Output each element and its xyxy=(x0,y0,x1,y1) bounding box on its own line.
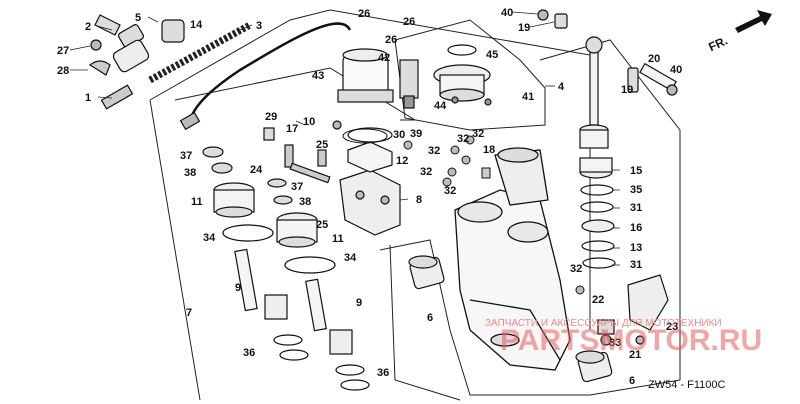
callout-40b: 40 xyxy=(670,64,682,76)
callout-19b: 19 xyxy=(621,84,633,96)
callout-32a: 32 xyxy=(428,145,440,157)
callout-24: 24 xyxy=(250,164,263,176)
pump-assembly xyxy=(399,44,492,109)
callout-17: 17 xyxy=(286,123,298,135)
callout-11a: 11 xyxy=(191,196,203,208)
callout-2: 2 xyxy=(85,21,91,33)
callout-21: 21 xyxy=(629,349,641,361)
callout-39: 39 xyxy=(410,128,422,140)
cylinder-sleeves xyxy=(408,255,613,383)
right-rod-stack xyxy=(537,9,678,269)
watermark: ЗАПЧАСТИ И АКСЕССУАРЫ ДЛЯ МОТОТЕХНИКИ PA… xyxy=(485,318,762,357)
callout-32f: 32 xyxy=(570,263,582,275)
callout-9b: 9 xyxy=(356,297,362,309)
callout-31b: 31 xyxy=(630,259,642,271)
valve-block xyxy=(339,127,401,236)
frame-left-lower xyxy=(149,99,201,401)
callout-13: 13 xyxy=(630,242,642,254)
callout-10: 10 xyxy=(303,116,315,128)
callout-19a: 19 xyxy=(518,22,530,34)
callout-16: 16 xyxy=(630,222,642,234)
cable-parts xyxy=(88,14,252,110)
callout-27: 27 xyxy=(57,45,69,57)
callout-32c: 32 xyxy=(472,128,484,140)
callout-42: 42 xyxy=(378,52,390,64)
callout-25a: 25 xyxy=(316,139,328,151)
callout-36a: 36 xyxy=(243,347,255,359)
callout-11b: 11 xyxy=(332,233,344,245)
callout-41: 41 xyxy=(522,91,534,103)
callout-32b: 32 xyxy=(457,133,469,145)
frame-cylinder-box xyxy=(389,244,461,401)
callout-38b: 38 xyxy=(299,196,311,208)
callout-32e: 32 xyxy=(444,185,456,197)
callout-32d: 32 xyxy=(420,166,432,178)
callout-31a: 31 xyxy=(630,202,642,214)
leader-lines xyxy=(69,11,620,266)
front-direction-indicator: FR. xyxy=(706,10,772,54)
callout-35: 35 xyxy=(630,184,642,196)
callout-43: 43 xyxy=(312,70,324,82)
callout-36b: 36 xyxy=(377,367,389,379)
callout-33: 33 xyxy=(609,337,621,349)
tilt-housing xyxy=(454,147,571,371)
callout-3: 3 xyxy=(256,20,262,32)
frame-center-lower xyxy=(379,239,590,396)
callout-34a: 34 xyxy=(203,232,216,244)
callout-5: 5 xyxy=(135,12,141,24)
watermark-slogan: ЗАПЧАСТИ И АКСЕССУАРЫ ДЛЯ МОТОТЕХНИКИ xyxy=(485,318,722,329)
callout-14: 14 xyxy=(190,19,203,31)
callout-7: 7 xyxy=(186,307,192,319)
callout-6a: 6 xyxy=(427,312,433,324)
callout-9a: 9 xyxy=(235,282,241,294)
callout-25b: 25 xyxy=(316,219,328,231)
arrow-icon xyxy=(735,10,772,33)
small-fittings xyxy=(342,128,585,295)
watermark-logo: PARTSMOTOR.RU xyxy=(500,324,762,357)
callout-37a: 37 xyxy=(180,150,192,162)
callout-22: 22 xyxy=(592,294,604,306)
callout-26b: 26 xyxy=(403,16,415,28)
callout-23: 23 xyxy=(666,321,678,333)
callout-6b: 6 xyxy=(629,375,635,387)
callout-4: 4 xyxy=(558,81,565,93)
callout-26c: 26 xyxy=(385,34,397,46)
callout-44: 44 xyxy=(434,100,447,112)
callout-8: 8 xyxy=(416,194,422,206)
motor-assembly xyxy=(179,22,394,131)
callout-12: 12 xyxy=(396,155,408,167)
left-column-parts xyxy=(202,120,370,391)
release-valve-parts xyxy=(597,274,669,346)
callout-45: 45 xyxy=(486,49,498,61)
callout-15: 15 xyxy=(630,165,642,177)
callout-labels: 1 2 3 4 5 6 6 7 8 9 9 10 11 11 12 13 14 … xyxy=(57,7,682,387)
callout-26a: 26 xyxy=(358,8,370,20)
callout-30: 30 xyxy=(393,129,405,141)
callout-40a: 40 xyxy=(501,7,513,19)
callout-29: 29 xyxy=(265,111,277,123)
callout-38a: 38 xyxy=(184,167,196,179)
callout-18: 18 xyxy=(483,144,495,156)
callout-1: 1 xyxy=(85,92,91,104)
diagram-code: ZW54 - F1100C xyxy=(648,379,725,391)
front-direction-label: FR. xyxy=(706,33,729,54)
callout-28: 28 xyxy=(57,65,69,77)
callout-37b: 37 xyxy=(291,181,303,193)
callout-34b: 34 xyxy=(344,252,357,264)
callout-20: 20 xyxy=(648,53,660,65)
